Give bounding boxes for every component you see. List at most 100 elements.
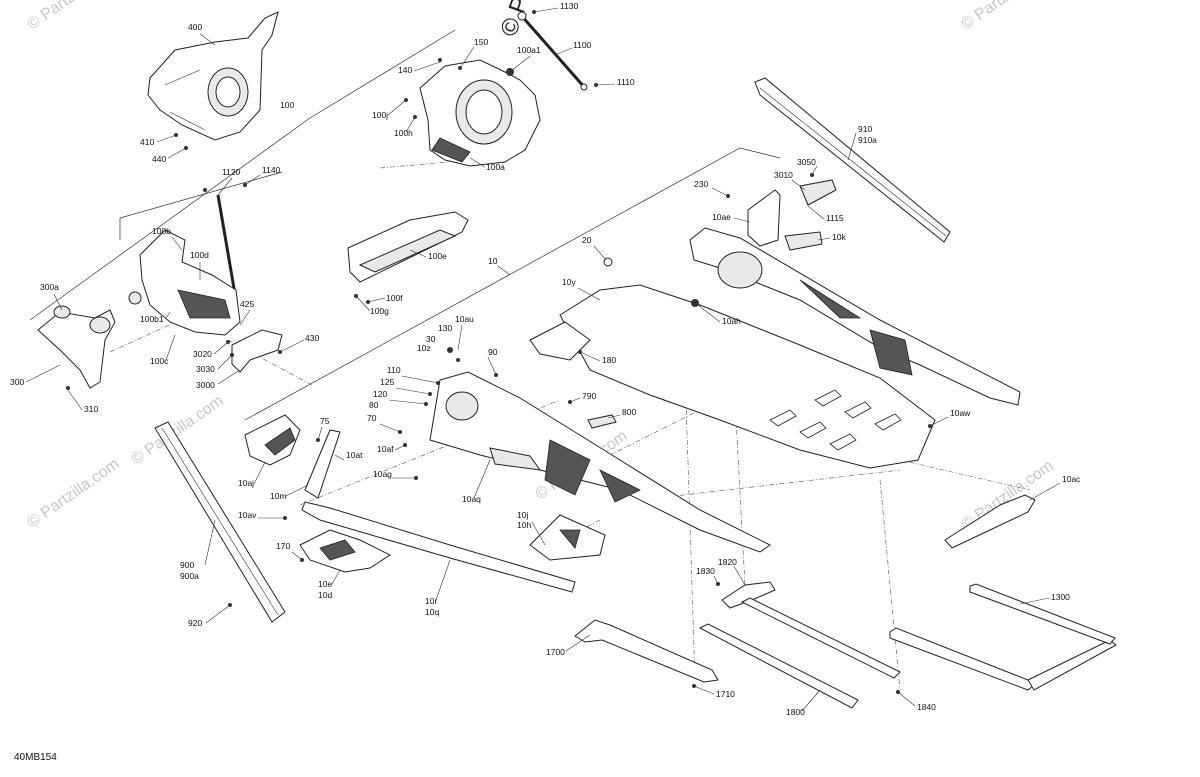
part-label-180: 180: [602, 355, 616, 365]
part-label-1110: 1110: [617, 77, 635, 87]
part-label-100d: 100d: [190, 250, 209, 260]
part-label-100e: 100e: [428, 251, 447, 261]
part-label-100a1: 100a1: [517, 45, 541, 55]
part-label-10q: 10q: [425, 607, 439, 617]
part-label-100c: 100c: [150, 356, 169, 366]
part-label-910: 910: [858, 124, 872, 134]
part-800-plate: [587, 414, 617, 429]
part-label-110: 110: [387, 365, 401, 375]
part-1120-strut: [216, 194, 238, 301]
part-label-440: 440: [152, 154, 166, 164]
part-label-80: 80: [369, 400, 379, 410]
part-10r-strip: [301, 501, 576, 593]
part-label-430: 430: [305, 333, 319, 343]
part-400-front-frame: [147, 11, 279, 141]
part-10m-bracket: [304, 429, 341, 499]
part-300-steering-post: [37, 305, 116, 389]
part-label-3010: 3010: [774, 170, 793, 180]
part-10ac-bracket: [944, 494, 1036, 549]
watermark: © Partzilla.com: [959, 0, 1057, 33]
part-label-1140: 1140: [262, 165, 281, 175]
part-label-10aw: 10aw: [950, 408, 971, 418]
part-label-100j: 100j: [372, 110, 388, 120]
part-label-100: 100: [280, 100, 294, 110]
part-label-10ae: 10ae: [712, 212, 731, 222]
part-label-10af: 10af: [377, 444, 394, 454]
part-label-900: 900: [180, 560, 194, 570]
part-label-30: 30: [426, 334, 436, 344]
part-100a-front-frame: [419, 59, 541, 167]
part-label-410: 410: [140, 137, 154, 147]
part-label-10at: 10at: [346, 450, 363, 460]
part-label-150: 150: [474, 37, 488, 47]
part-label-120: 120: [373, 389, 387, 399]
part-label-3050: 3050: [797, 157, 816, 167]
part-10ae-bracket: [747, 179, 837, 251]
part-10j-bracket: [529, 514, 606, 561]
part-label-10ag: 10ag: [373, 469, 392, 479]
part-910-rail: [754, 77, 951, 243]
part-label-310: 310: [84, 404, 98, 414]
part-label-125: 125: [380, 377, 394, 387]
part-label-1800: 1800: [786, 707, 805, 717]
watermark: © Partzilla.com: [25, 0, 123, 33]
part-label-230: 230: [694, 179, 708, 189]
part-label-3000: 3000: [196, 380, 215, 390]
part-1100-strut: [517, 11, 588, 91]
part-1800-rail: [698, 623, 859, 709]
diagram-code: 40MB154: [14, 752, 57, 763]
part-label-1710: 1710: [716, 689, 735, 699]
part-label-790: 790: [582, 391, 596, 401]
part-label-90: 90: [488, 347, 498, 357]
part-label-130: 130: [438, 323, 452, 333]
part-label-1100: 1100: [573, 40, 592, 50]
part-label-10h: 10h: [517, 520, 531, 530]
part-label-10ah: 10ah: [722, 316, 741, 326]
part-label-1840: 1840: [917, 702, 936, 712]
part-900-rail: [154, 421, 286, 623]
part-label-1700: 1700: [546, 647, 565, 657]
part-label-1300: 1300: [1051, 592, 1070, 602]
part-label-140: 140: [398, 65, 412, 75]
part-label-20: 20: [582, 235, 592, 245]
group-brackets: [29, 29, 781, 421]
part-label-3020: 3020: [193, 349, 212, 359]
part-label-10ac: 10ac: [1062, 474, 1081, 484]
part-label-800: 800: [622, 407, 636, 417]
part-label-3030: 3030: [196, 364, 215, 374]
part-label-170: 170: [276, 541, 290, 551]
part-label-900a: 900a: [180, 571, 199, 581]
part-100e-panel: [347, 211, 469, 283]
part-label-100f: 100f: [386, 293, 403, 303]
watermark-large: © Pa: [495, 0, 539, 40]
part-10aq-side-panel: [429, 371, 771, 553]
part-100b-side-frame: [128, 229, 241, 336]
part-1700-rail: [574, 619, 719, 683]
part-label-300: 300: [10, 377, 24, 387]
part-label-100b1: 100b1: [140, 314, 164, 324]
part-labels: 400410440100150140100a1113011001110100j1…: [10, 1, 1081, 717]
part-label-10aj: 10aj: [238, 478, 254, 488]
part-1300-bumper: [889, 583, 1117, 691]
part-label-300a: 300a: [40, 282, 59, 292]
part-label-1115: 1115: [826, 213, 844, 223]
part-label-10: 10: [488, 256, 498, 266]
part-label-10au: 10au: [455, 314, 474, 324]
part-label-1820: 1820: [718, 557, 737, 567]
part-3000-bracket: [231, 329, 283, 373]
part-label-100b: 100b: [152, 226, 171, 236]
part-label-920: 920: [188, 618, 202, 628]
part-label-10r: 10r: [425, 596, 437, 606]
part-label-75: 75: [320, 416, 330, 426]
part-label-1830: 1830: [696, 566, 715, 576]
part-label-400: 400: [188, 22, 202, 32]
part-label-10j: 10j: [517, 510, 528, 520]
part-label-10y: 10y: [562, 277, 576, 287]
part-label-1120: 1120: [222, 167, 241, 177]
part-label-10d: 10d: [318, 590, 332, 600]
part-10e-bracket: [299, 529, 392, 573]
part-label-100h: 100h: [394, 128, 413, 138]
part-label-10aq: 10aq: [462, 494, 481, 504]
part-label-910a: 910a: [858, 135, 877, 145]
